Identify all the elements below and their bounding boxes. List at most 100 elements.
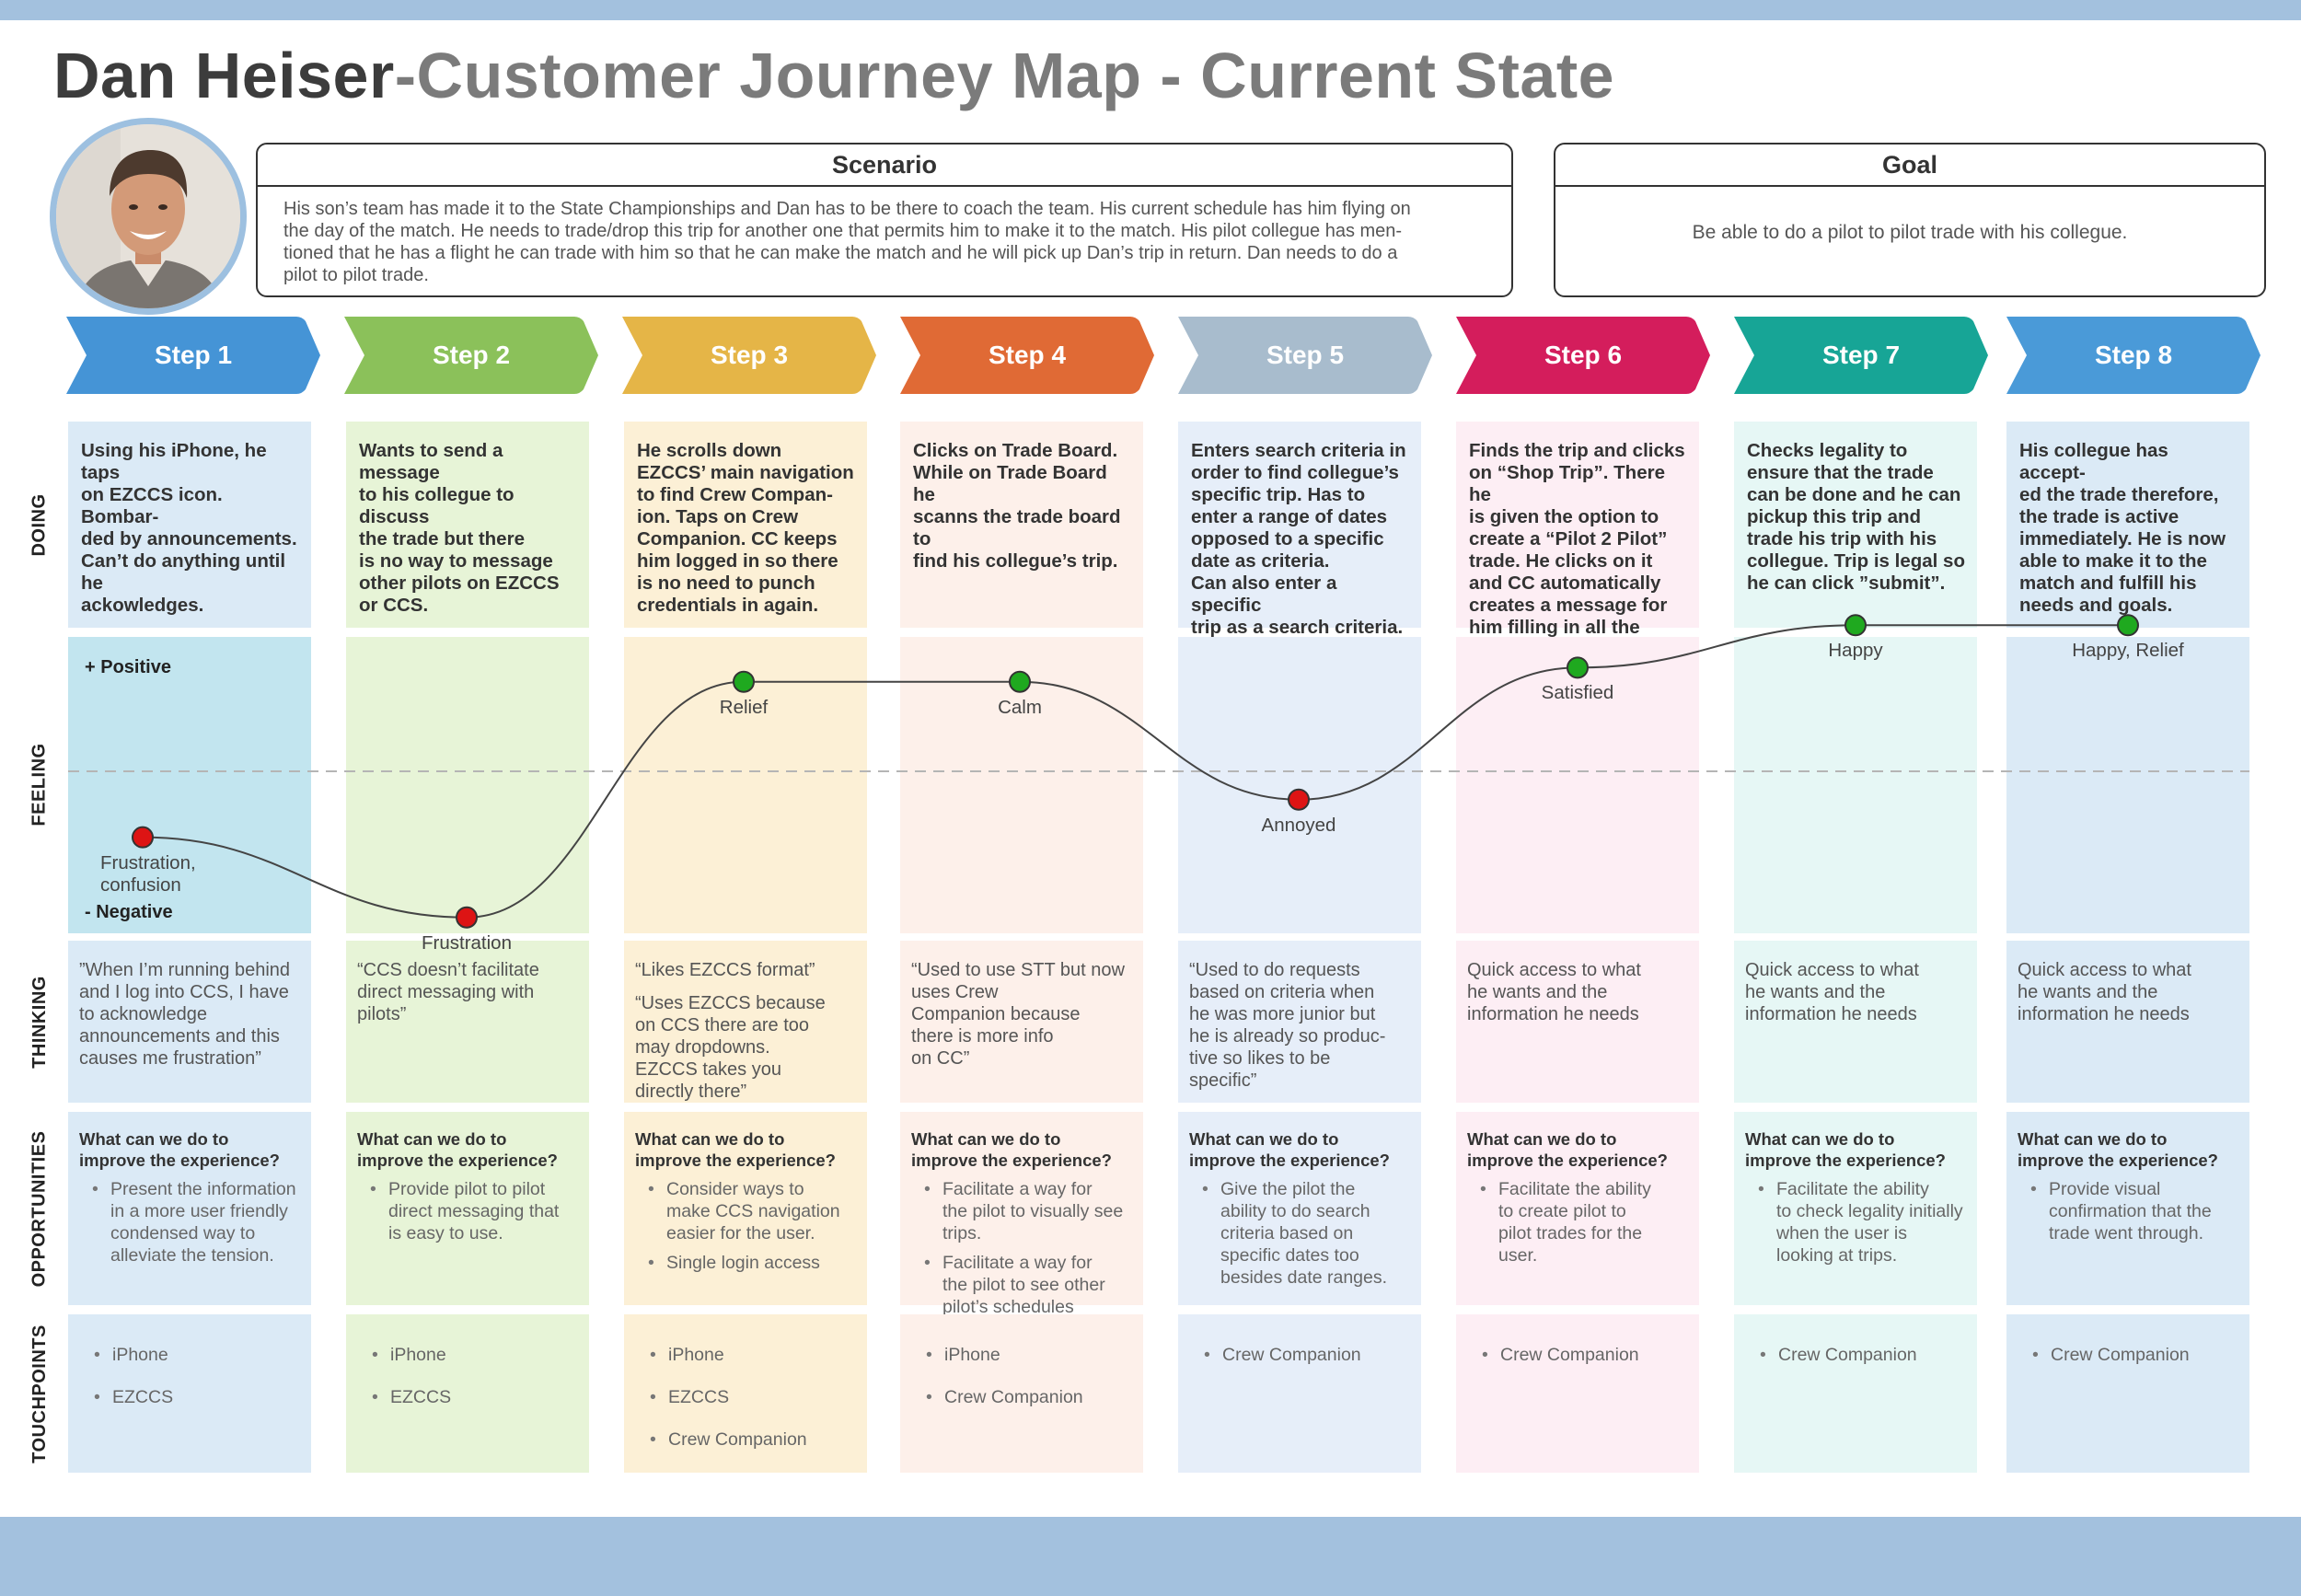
scenario-line: pilot to pilot trade.	[283, 265, 429, 285]
feeling-cell	[1734, 637, 1977, 933]
feeling-label: Happy, Relief	[2027, 640, 2229, 662]
feeling-point	[132, 826, 154, 849]
feeling-curve	[142, 624, 2128, 919]
doing-cell: His collegue has accept-ed the trade the…	[2006, 422, 2249, 628]
doing-line: ackowledges.	[81, 595, 204, 616]
thought-line: tive so likes to be	[1189, 1048, 1331, 1069]
feeling-point	[1009, 670, 1031, 693]
doing-line: Enters search criteria in	[1191, 440, 1406, 461]
doing-line: order to find collegue’s	[1191, 462, 1399, 483]
feeling-cell	[346, 637, 589, 933]
opportunity-question-line: What can we do to	[911, 1129, 1061, 1149]
thought-line: “CCS doesn’t facilitate	[357, 960, 539, 980]
touchpoints-cell: iPhoneCrew Companion	[900, 1314, 1143, 1473]
touchpoints-cell: Crew Companion	[1456, 1314, 1699, 1473]
thought-line: on CC”	[911, 1048, 970, 1069]
feeling-label-line: Relief	[719, 696, 769, 718]
feeling-point	[1288, 788, 1310, 811]
opportunity-line: Give the pilot the	[1220, 1179, 1356, 1199]
opportunity-question-line: improve the experience?	[1189, 1151, 1390, 1170]
touchpoint-item: EZCCS	[372, 1386, 578, 1408]
touchpoint-item: EZCCS	[94, 1386, 300, 1408]
feeling-label-line: Frustration	[422, 931, 512, 954]
opportunity-line: Present the information	[110, 1179, 296, 1199]
feeling-point	[2117, 614, 2139, 637]
doing-line: able to make it to the	[2019, 550, 2207, 572]
doing-line: and CC automatically	[1469, 572, 1661, 594]
thought-line: he wants and the	[1467, 982, 1608, 1002]
opportunity-line: Provide pilot to pilot	[388, 1179, 546, 1199]
doing-line: specific trip. Has to	[1191, 484, 1366, 505]
thought-line: uses Crew	[911, 982, 999, 1002]
opportunity-question-line: improve the experience?	[79, 1151, 280, 1170]
opportunity-line: confirmation that the	[2049, 1201, 2212, 1221]
opportunity-line: Facilitate the ability	[1776, 1179, 1929, 1199]
thought-line: on CCS there are too	[635, 1015, 809, 1035]
thought-line: Companion because	[911, 1004, 1081, 1024]
doing-line: the trade is active	[2019, 506, 2180, 527]
opportunity-question-line: What can we do to	[1189, 1129, 1339, 1149]
step-arrow-shape	[1456, 317, 1710, 394]
opportunity-question-line: improve the experience?	[2018, 1151, 2218, 1170]
feeling-label: Satisfied	[1476, 682, 1679, 704]
feeling-label-line: Satisfied	[1541, 682, 1614, 704]
touchpoints-cell: iPhoneEZCCS	[68, 1314, 311, 1473]
opportunity-line: Consider ways to	[666, 1179, 804, 1199]
touchpoint-list: Crew Companion	[1747, 1344, 1966, 1366]
feeling-point	[456, 906, 478, 929]
doing-line: While on Trade Board he	[913, 462, 1107, 505]
touchpoint-item: EZCCS	[650, 1386, 856, 1408]
opportunity-line: condensed way to	[110, 1223, 256, 1243]
feeling-label: Calm	[919, 697, 1121, 719]
opportunity-line: Facilitate a way for	[942, 1179, 1093, 1199]
step-4-chevron: Step 4	[898, 317, 1156, 394]
scenario-box: Scenario His son’s team has made it to t…	[256, 143, 1513, 297]
doing-line: immediately. He is now	[2019, 528, 2226, 549]
touchpoint-list: Crew Companion	[1469, 1344, 1688, 1366]
doing-line: credentials in again.	[637, 595, 819, 616]
thought-line: information he needs	[1745, 1004, 1917, 1024]
top-bar	[0, 0, 2301, 20]
thought-line: Quick access to what	[2018, 960, 2191, 980]
opportunities-cell: What can we do to improve the experience?…	[1178, 1112, 1421, 1305]
step-label: Step 2	[432, 341, 511, 369]
doing-line: Wants to send a message	[359, 440, 503, 483]
touchpoint-item: iPhone	[372, 1344, 578, 1366]
doing-line: ion. Taps on Crew	[637, 506, 799, 527]
thought-line: directly there”	[635, 1081, 747, 1102]
thought-line: EZCCS takes you	[635, 1059, 781, 1080]
thought-line: direct messaging with	[357, 982, 535, 1002]
doing-line: is given the option to	[1469, 506, 1659, 527]
touchpoint-list: iPhoneEZCCS	[81, 1344, 300, 1408]
doing-line: find his collegue’s trip.	[913, 550, 1118, 572]
feeling-label: Happy	[1754, 640, 1957, 662]
step-5-chevron: Step 5	[1176, 317, 1434, 394]
touchpoint-item: Crew Companion	[650, 1428, 856, 1451]
doing-line: scanns the trade board to	[913, 506, 1121, 549]
doing-line: on “Shop Trip”. There he	[1469, 462, 1665, 505]
opportunity-line: is easy to use.	[388, 1223, 503, 1243]
opportunity-question-line: What can we do to	[1467, 1129, 1617, 1149]
doing-line: ensure that the trade	[1747, 462, 1934, 483]
touchpoint-item: Crew Companion	[926, 1386, 1132, 1408]
